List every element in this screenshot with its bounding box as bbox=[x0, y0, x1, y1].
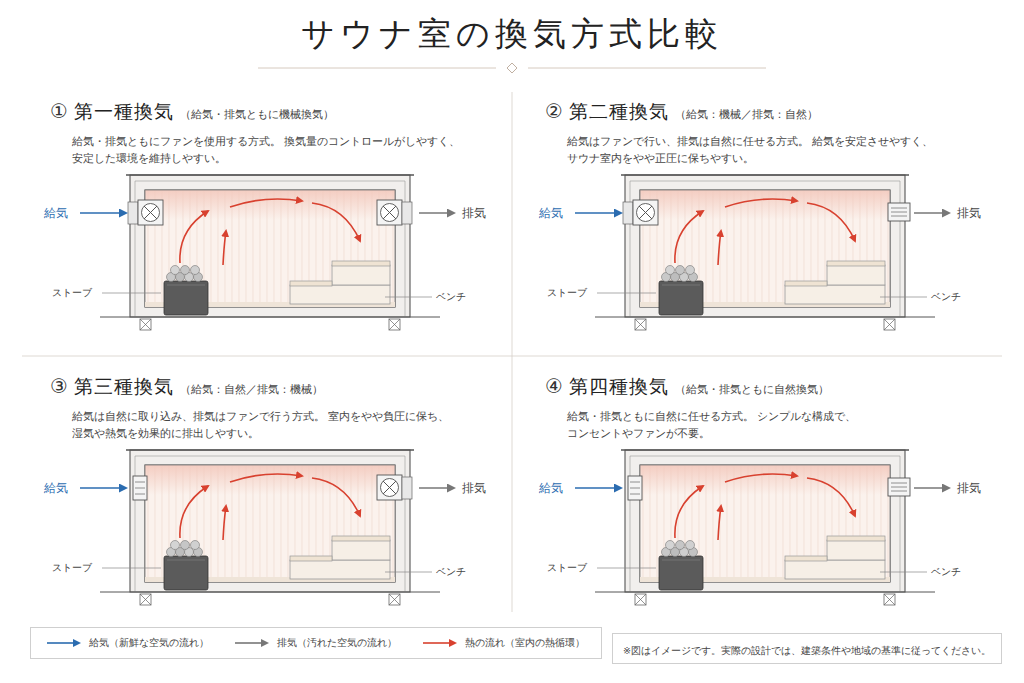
legend-arrow bbox=[235, 638, 269, 648]
legend-item: 熱の流れ（室内の熱循環） bbox=[423, 637, 585, 650]
legend-text: 給気（新鮮な空気の流れ） bbox=[89, 637, 209, 650]
legend-item: 排気（汚れた空気の流れ） bbox=[235, 637, 397, 650]
bench-label: ベンチ bbox=[931, 565, 961, 579]
exhaust-label: 排気 bbox=[462, 480, 486, 497]
sauna-type3 bbox=[80, 450, 454, 605]
panel-heading: ③第三種換気 （給気：自然／排気：機械） bbox=[50, 374, 323, 400]
stove-label: ストーブ bbox=[52, 561, 92, 575]
panel-title: 第一種換気 bbox=[74, 99, 174, 125]
page-title: サウナ室の換気方式比較 bbox=[0, 12, 1024, 57]
supply-label: 給気 bbox=[44, 205, 68, 222]
note-text: ※図はイメージです。実際の設計では、建築条件や地域の基準に従ってください。 bbox=[623, 645, 991, 656]
stove-label: ストーブ bbox=[547, 286, 587, 300]
legend-item: 給気（新鮮な空気の流れ） bbox=[47, 637, 209, 650]
panel-heading: ④第四種換気 （給気・排気ともに自然換気） bbox=[545, 374, 829, 400]
panel-heading: ②第二種換気 （給気：機械／排気：自然） bbox=[545, 99, 818, 125]
panel-divider bbox=[512, 92, 513, 612]
ornament-line bbox=[528, 68, 766, 69]
legend-arrow bbox=[423, 638, 457, 648]
exhaust-label: 排気 bbox=[957, 480, 981, 497]
panel-number: ④ bbox=[545, 374, 563, 398]
sauna-type1 bbox=[80, 175, 454, 330]
panel-description: 給気はファンで行い、排気は自然に任せる方式。 給気を安定させやすく、サウナ室内を… bbox=[567, 133, 977, 167]
bench-label: ベンチ bbox=[931, 290, 961, 304]
note-box: ※図はイメージです。実際の設計では、建築条件や地域の基準に従ってください。 bbox=[612, 633, 1002, 664]
legend-box: 給気（新鮮な空気の流れ） 排気（汚れた空気の流れ） 熱の流れ（室内の熱循環） bbox=[30, 627, 602, 659]
panel-description: 給気は自然に取り込み、排気はファンで行う方式。 室内をやや負圧に保ち、湿気や熱気… bbox=[72, 408, 482, 442]
panel-number: ② bbox=[545, 99, 563, 123]
exhaust-label: 排気 bbox=[462, 205, 486, 222]
panel-number: ① bbox=[50, 99, 68, 123]
panel-subtitle: （給気・排気ともに自然換気） bbox=[675, 382, 829, 397]
panel-subtitle: （給気：機械／排気：自然） bbox=[675, 107, 818, 122]
exhaust-label: 排気 bbox=[957, 205, 981, 222]
panel-heading: ①第一種換気 （給気・排気ともに機械換気） bbox=[50, 99, 334, 125]
supply-label: 給気 bbox=[44, 480, 68, 497]
bench-label: ベンチ bbox=[436, 290, 466, 304]
panel-description: 給気・排気ともに自然に任せる方式。 シンプルな構成で、コンセントやファンが不要。 bbox=[567, 408, 977, 442]
panel-title: 第四種換気 bbox=[569, 374, 669, 400]
legend-arrow bbox=[47, 638, 81, 648]
panel-description: 給気・排気ともにファンを使用する方式。 換気量のコントロールがしやすく、安定した… bbox=[72, 133, 482, 167]
ornament-diamond bbox=[507, 63, 517, 73]
stove-label: ストーブ bbox=[547, 561, 587, 575]
panel-subtitle: （給気・排気ともに機械換気） bbox=[180, 107, 334, 122]
panel-divider bbox=[22, 356, 1002, 357]
supply-label: 給気 bbox=[539, 205, 563, 222]
stove-label: ストーブ bbox=[52, 286, 92, 300]
supply-label: 給気 bbox=[539, 480, 563, 497]
legend-text: 排気（汚れた空気の流れ） bbox=[277, 637, 397, 650]
sauna-type2 bbox=[575, 175, 949, 330]
sauna-type4 bbox=[575, 450, 949, 605]
panel-title: 第二種換気 bbox=[569, 99, 669, 125]
legend-text: 熱の流れ（室内の熱循環） bbox=[465, 637, 585, 650]
panel-number: ③ bbox=[50, 374, 68, 398]
panel-title: 第三種換気 bbox=[74, 374, 174, 400]
bench-label: ベンチ bbox=[436, 565, 466, 579]
panel-subtitle: （給気：自然／排気：機械） bbox=[180, 382, 323, 397]
ornament-line bbox=[258, 68, 496, 69]
